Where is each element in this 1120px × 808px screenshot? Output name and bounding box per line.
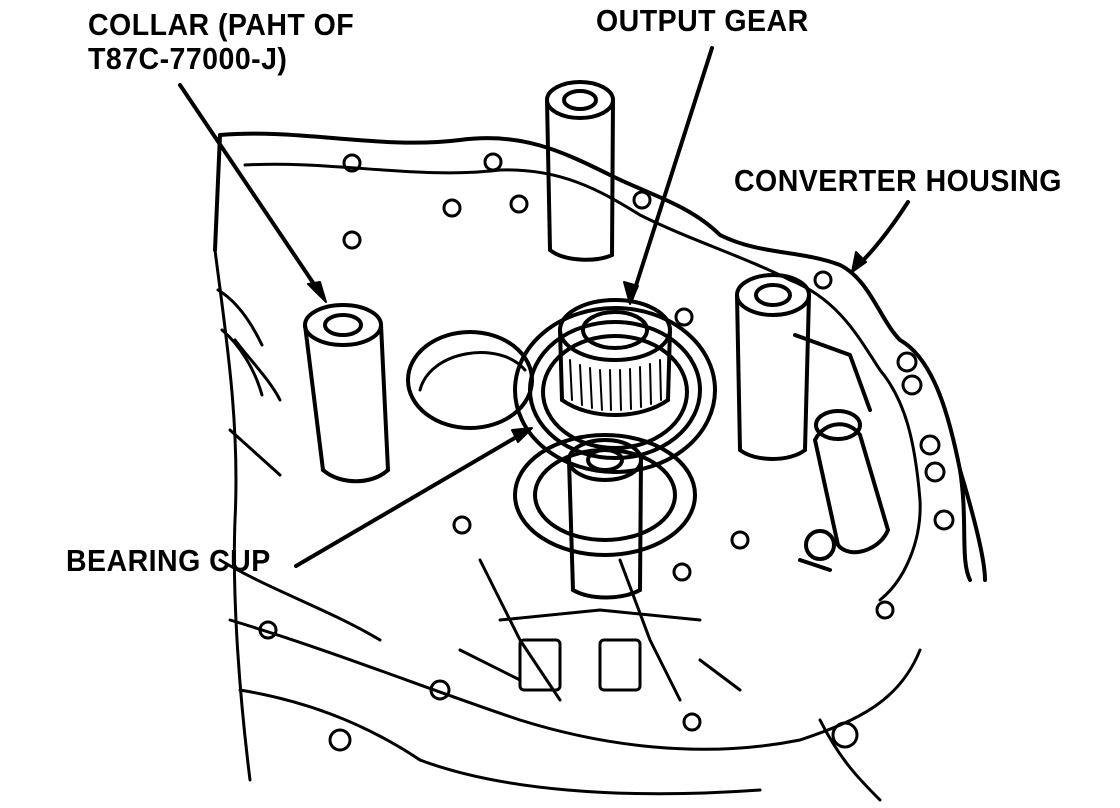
housing-web <box>458 558 742 702</box>
label-collar: COLLAR (PAHT OF T87C-77000-J) <box>88 8 354 76</box>
label-collar-line1: COLLAR (PAHT OF <box>88 7 355 42</box>
leader-arrowheads <box>307 251 867 443</box>
label-output-gear: OUTPUT GEAR <box>596 3 809 38</box>
label-converter-housing: CONVERTER HOUSING <box>734 163 1062 198</box>
output-gear <box>558 298 672 417</box>
collar-top <box>545 80 615 262</box>
label-collar-line2: T87C-77000-J) <box>88 41 288 76</box>
shift-shaft <box>793 333 890 572</box>
housing-outline <box>213 131 987 582</box>
leader-collar <box>178 83 324 298</box>
housing-flange-inner <box>243 162 922 602</box>
label-bearing-cup: BEARING CUP <box>66 543 271 578</box>
collar-left <box>303 303 390 484</box>
leader-output-gear <box>630 46 714 300</box>
bore-inner <box>418 351 527 392</box>
housing-ribs-left <box>216 288 422 762</box>
leader-bearing-cup <box>294 430 527 568</box>
housing-left-side <box>213 248 282 782</box>
leader-lines <box>178 46 910 568</box>
arrow-converter-housing <box>851 251 867 273</box>
collar-bottom <box>567 438 643 600</box>
housing-bottom <box>228 618 922 802</box>
collar-right <box>735 273 811 461</box>
bolt-holes <box>258 152 955 752</box>
arrow-bearing-cup <box>511 427 533 443</box>
housing-bore <box>406 330 534 430</box>
bearing-cup <box>513 306 717 557</box>
arrow-collar <box>307 281 327 303</box>
arrow-output-gear <box>623 281 639 305</box>
